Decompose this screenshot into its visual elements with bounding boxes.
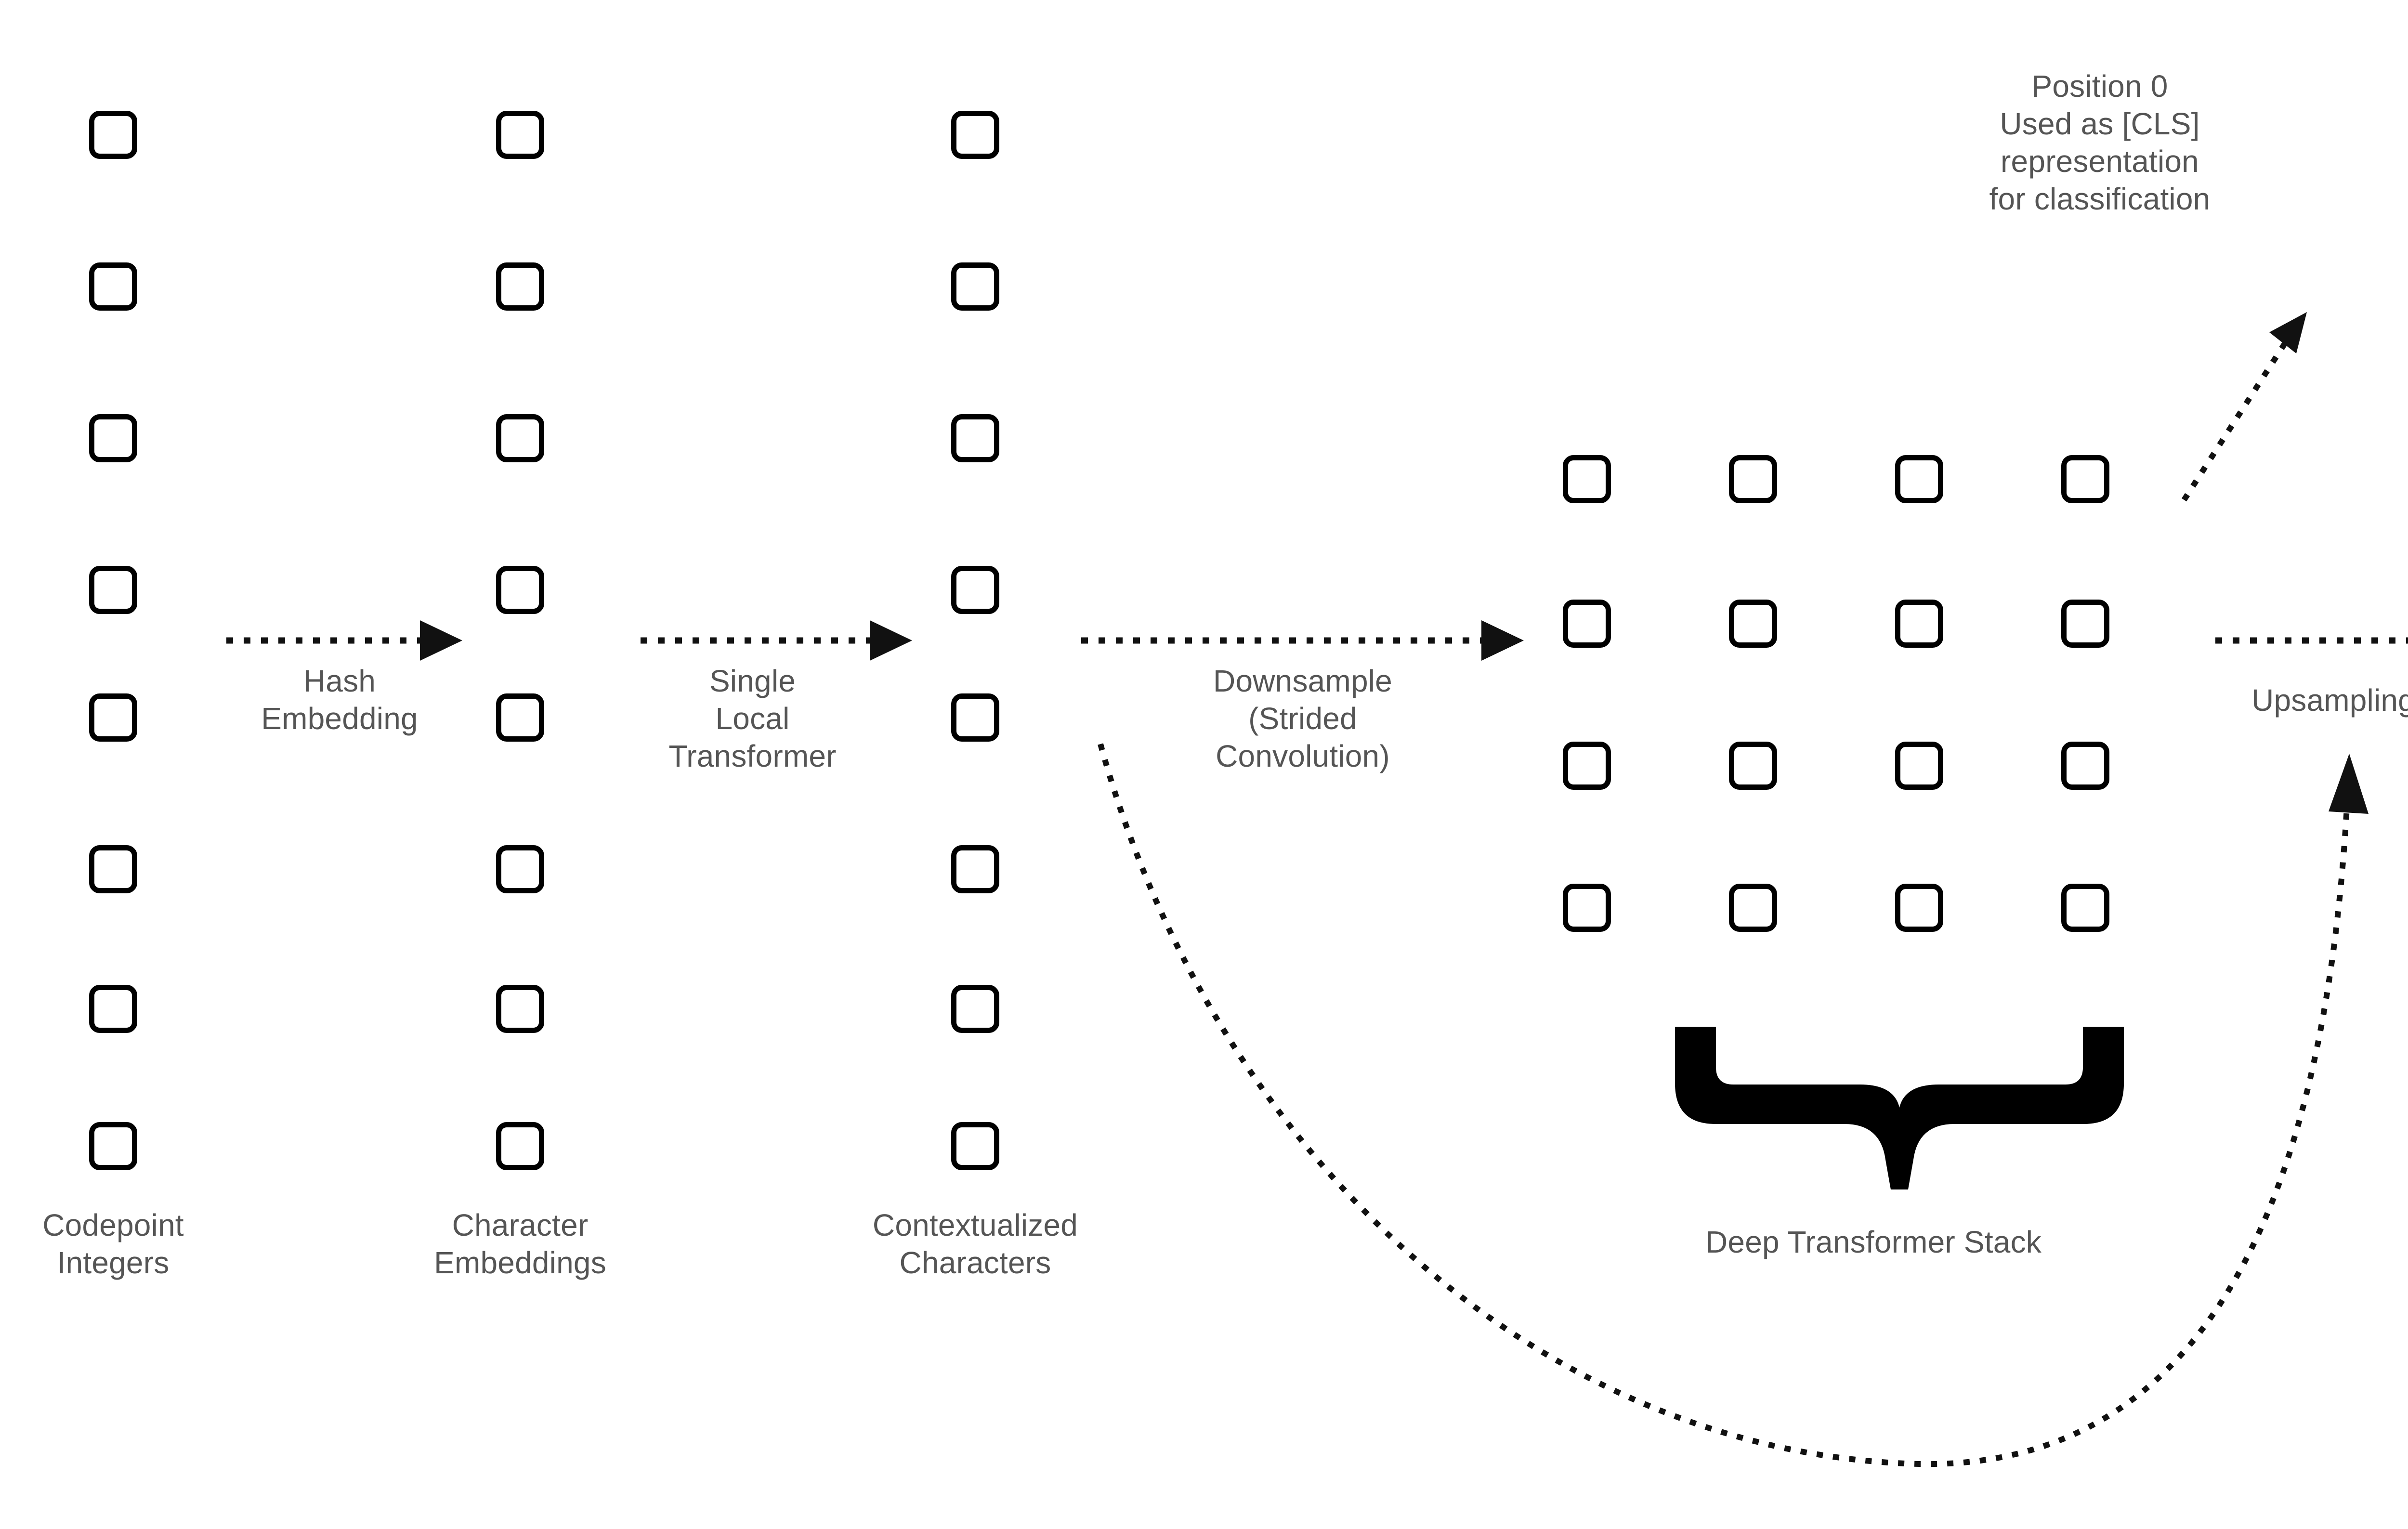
grid-box[interactable] [1895,455,1943,503]
grid-box[interactable] [1729,455,1777,503]
grid-box[interactable] [1895,742,1943,790]
arrow-single-local-transformer [641,620,912,661]
grid-box[interactable] [1563,742,1611,790]
column-box[interactable] [89,111,137,159]
column-box[interactable] [496,985,544,1033]
annotation-cls-note: Position 0 Used as [CLS] representation … [1989,69,2211,217]
column-box[interactable] [89,845,137,893]
column-box[interactable] [496,262,544,311]
column-box[interactable] [496,111,544,159]
column-box[interactable] [496,693,544,742]
deep-transformer-stack-label: Deep Transformer Stack [1705,1225,2042,1259]
arrow-label-upsampling: Upsampling [2251,683,2408,718]
column-box[interactable] [951,845,999,893]
grid-box[interactable] [2061,600,2109,648]
column-box[interactable] [951,414,999,462]
column-box[interactable] [496,566,544,614]
arrow-cls-callout [2181,312,2307,502]
grid-box[interactable] [1895,600,1943,648]
grid-box[interactable] [2061,742,2109,790]
column-box[interactable] [89,262,137,311]
column-box[interactable] [496,1122,544,1170]
column-box[interactable] [89,693,137,742]
grid-box[interactable] [2061,455,2109,503]
grid-box[interactable] [1729,600,1777,648]
grid-box[interactable] [1729,884,1777,932]
arrow-downsample [1081,620,1524,661]
grid-box[interactable] [1729,742,1777,790]
column-label-codepoint-integers: Codepoint Integers [42,1208,184,1281]
arrow-hash-embedding [226,620,462,661]
column-box[interactable] [951,985,999,1033]
grid-box[interactable] [1563,455,1611,503]
column-box[interactable] [951,1122,999,1170]
grid-box[interactable] [1563,884,1611,932]
column-box[interactable] [496,414,544,462]
column-label-contextualized-characters: Contextualized Characters [872,1208,1078,1281]
column-box[interactable] [89,1122,137,1170]
arrow-label-single-local-transformer: Single Local Transformer [668,664,837,774]
column-box[interactable] [951,693,999,742]
grid-box[interactable] [1563,600,1611,648]
column-box[interactable] [496,845,544,893]
grid-box[interactable] [1895,884,1943,932]
column-box[interactable] [89,414,137,462]
column-box[interactable] [89,985,137,1033]
arrow-residual-skip-connection [1098,743,2369,1467]
column-box[interactable] [951,566,999,614]
column-label-concatenated-representations: Concatenated Representations [2389,1214,2408,1289]
arrow-label-hash-embedding: Hash Embedding [261,664,418,736]
arrow-label-downsample: Downsample (Strided Convolution) [1213,664,1392,774]
column-label-character-embeddings: Character Embeddings [434,1208,606,1281]
grid-box[interactable] [2061,884,2109,932]
arrow-upsampling [2215,637,2408,644]
underbrace [1675,1027,2124,1189]
column-box[interactable] [951,111,999,159]
column-box[interactable] [89,566,137,614]
column-box[interactable] [951,262,999,311]
